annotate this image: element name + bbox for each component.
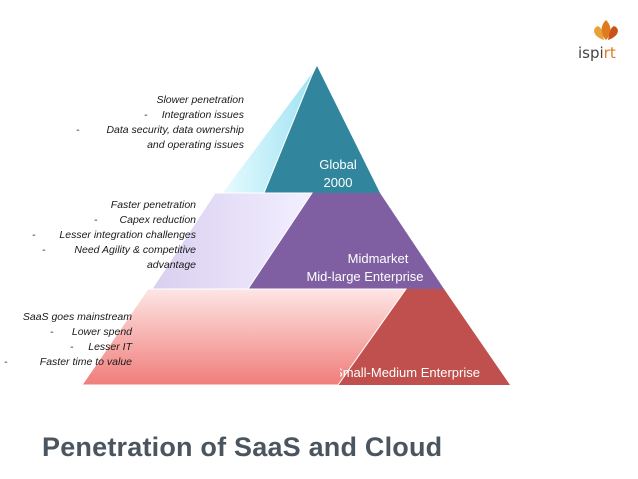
note-top-item: and operating issues: [147, 139, 244, 151]
note-bottom-item: Faster time to value: [39, 356, 132, 368]
note-top-item: Data security, data ownership: [106, 124, 244, 136]
tier-midmarket-label-line2: Mid-large Enterprise: [306, 269, 424, 284]
note-slower-penetration: Slower penetration -Integration issues -…: [60, 93, 244, 153]
tier-global-label-line2: 2000: [323, 175, 353, 190]
note-middle-item: Lesser integration challenges: [59, 229, 196, 241]
tier-global-shape: [254, 66, 380, 193]
page-title: Penetration of SaaS and Cloud: [42, 432, 443, 462]
note-bottom-item: Lesser IT: [88, 341, 132, 353]
tier-smb-label-line1: Small-Medium Enterprise: [340, 365, 480, 380]
note-bottom-heading: SaaS goes mainstream: [22, 311, 132, 323]
note-saas-mainstream: SaaS goes mainstream -Lower spend -Lesse…: [4, 311, 132, 368]
note-top-heading: Slower penetration: [156, 94, 244, 106]
note-middle-item: Need Agility & competitive: [74, 244, 196, 256]
tier-global-label-line1: Global: [319, 157, 357, 172]
tier-midmarket-label: Midmarket Mid-large Enterprise: [290, 250, 440, 286]
tier-smb-label: Small-Medium Enterprise: [340, 364, 492, 382]
tier-global-label: Global 2000: [310, 156, 366, 192]
tier-smb-overlay: [81, 288, 407, 386]
ispirt-logo-text: ispirt: [578, 44, 616, 62]
note-middle-item: advantage: [146, 259, 196, 271]
ispirt-logo-icon: [594, 20, 618, 40]
note-top-item: Integration issues: [161, 109, 244, 121]
tier-midmarket-label-line1: Midmarket: [347, 251, 409, 266]
note-middle-heading: Faster penetration: [110, 199, 196, 211]
note-middle-item: Capex reduction: [119, 214, 196, 226]
note-faster-penetration: Faster penetration -Capex reduction -Les…: [20, 198, 196, 273]
note-bottom-item: Lower spend: [71, 326, 132, 338]
